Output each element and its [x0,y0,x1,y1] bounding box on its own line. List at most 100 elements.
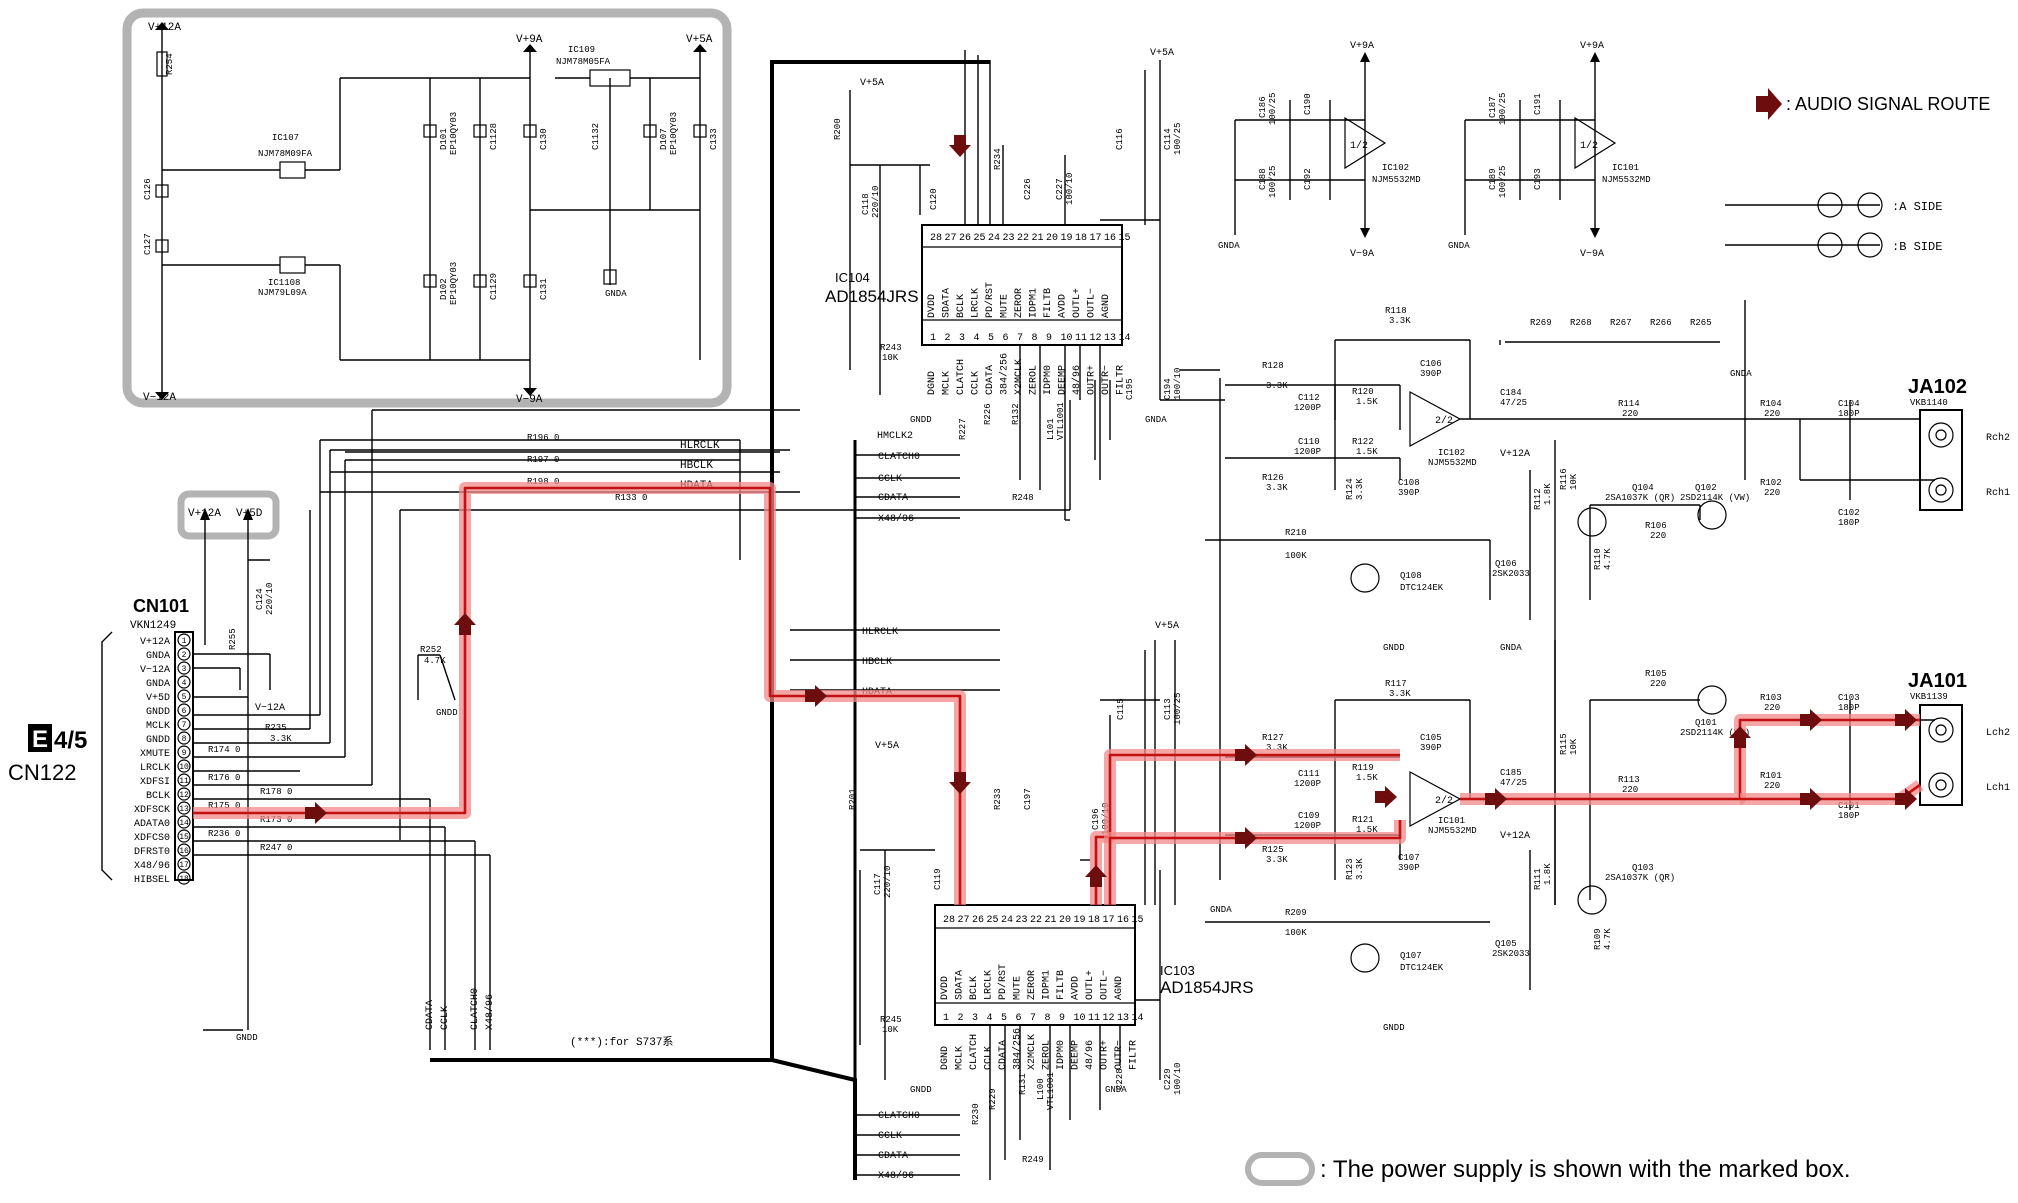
r125-value: 3.3K [1266,855,1288,865]
r126-label: R126 [1262,473,1284,483]
ic103-bot-pins-pin-label: FILTR [1129,1040,1140,1070]
ic101-bot-part: NJM5532MD [1428,826,1477,836]
c124-label: C124 [255,588,265,610]
ic109-label: IC109 [568,45,595,55]
cn101-pin-label: HIBSEL [134,875,170,886]
clatch0-label-bot: CLATCH0 [878,1111,920,1122]
ja102-jack [1919,409,1963,511]
ic103-bot-pins-pin-number: 9 [1059,1013,1065,1024]
r126-value: 3.3K [1266,483,1288,493]
ic103-v5a-label: V+5A [875,741,899,752]
ic104-bot-pins-pin-number: 11 [1075,333,1087,344]
connector-power-box [177,490,280,540]
ja101-part: VKB1139 [1910,692,1948,702]
q106-label: Q106 [1495,559,1517,569]
ic104-bot-pins-pin-label: OUTR+ [1087,365,1098,395]
ja101-jack [1919,704,1963,806]
r115-value: 10K [1569,738,1579,755]
ic107-label: IC107 [272,133,299,143]
r120-value: 1.5K [1356,397,1378,407]
cn101-pin-number: 14 [179,819,189,828]
c113-label: C113 [1163,698,1173,720]
r122-label: R122 [1352,437,1374,447]
ic104-label: IC104 [835,270,870,285]
r227-label: R227 [958,418,968,440]
r120-label: R120 [1352,387,1374,397]
upper-channel-filter: 2/2 IC102 NJM5532MD R118 3.3K R128 3.3K … [1180,300,2010,905]
ic104-top-pins-pin-number: 20 [1046,233,1058,244]
ic104-bot-pins-pin-number: 6 [1003,333,1009,344]
q101-part: 2SD2114K (VW) [1680,728,1750,738]
c187-value: 100/25 [1498,93,1508,125]
ic101-unit2-label: 2/2 [1435,795,1453,807]
c117-value: 220/10 [883,866,893,898]
r121-label: R121 [1352,815,1374,825]
c103-value: 180P [1838,703,1860,713]
r103-label: R103 [1760,693,1782,703]
c192-label: C192 [1303,168,1313,190]
r235-label: R235 [265,723,287,733]
cn101-part-label: VKN1249 [130,620,176,632]
route-arrow-icon [805,685,827,707]
bus-cdata-label: CDATA [425,1000,436,1030]
ic103-bot-pins-pin-number: 3 [972,1013,978,1024]
cn101-pin-number: 10 [179,763,189,772]
r112-label: R112 [1533,488,1543,510]
ic104-bot-pins-pin-number: 3 [959,333,965,344]
q103-label: Q103 [1632,863,1654,873]
ps-v9a-label: V+9A [516,34,543,46]
c105-label: C105 [1420,733,1442,743]
cn101-pin-circle [177,703,191,717]
route-arrow-icon [949,772,971,794]
route-arrow-icon [1085,865,1107,887]
r201-label: R201 [848,788,858,810]
route-arrow-icon [1800,709,1822,731]
r255-label: R255 [228,628,238,650]
cn101-pin-label: BCLK [146,791,170,802]
cn101-pin-label: DFRST0 [134,847,170,858]
r122-value: 1.5K [1356,447,1378,457]
r233-label: R233 [993,788,1003,810]
ic104-top-pins-pin-label: MUTE [1000,294,1011,318]
ic104-bot-pins-pin-label: ZEROL [1029,365,1040,395]
ic102-top-part: NJM5532MD [1372,175,1421,185]
r116-label: R116 [1559,468,1569,490]
ic103-top-pins-pin-label: IDPM1 [1042,970,1053,1000]
ic104-bot-pins-pin-label: 384/256 [999,353,1011,395]
r114-label: R114 [1618,399,1640,409]
c110-label: C110 [1298,437,1320,447]
ic103-bot-pins-pin-number: 8 [1045,1013,1051,1024]
ic102-bot-label: IC102 [1438,448,1465,458]
ic101-bot-label: IC101 [1438,816,1465,826]
ic103-bot-pins-pin-label: CCLK [984,1046,995,1070]
ps-v12a-label: V+12A [148,22,181,34]
cn101-pin-circle [177,745,191,759]
c191-label: C191 [1533,93,1543,115]
c1132-label: C1132 [591,123,601,150]
r102-value: 220 [1764,488,1780,498]
ic104-top-pins-pin-label: LRCLK [971,288,982,318]
c228-label: C228 [1115,1068,1125,1090]
cn101-pin-circle [177,829,191,843]
r196-label: R196 0 [527,433,559,443]
ic103-top-pins-pin-number: 25 [987,915,999,926]
r118-label: R118 [1385,306,1407,316]
upper-gnda-label: GNDA [1500,643,1522,653]
power-supply-box [122,8,732,408]
q102-part: 2SD2114K (VW) [1680,493,1750,503]
cn122-ref-label: CN122 [8,760,76,785]
cn101-pin-number: 13 [179,805,189,814]
q106-part: 2SK2033 [1492,569,1530,579]
r245-value: 10K [882,1025,899,1035]
c194-value: 100/10 [1173,368,1183,400]
c126-label: C126 [143,178,153,200]
cn101-pin-label: MCLK [146,721,170,732]
r128-label: R128 [1262,361,1284,371]
ic104-bot-pins-pin-label: CDATA [985,365,996,395]
l101-label: L101 [1046,418,1056,440]
r125-label: R125 [1262,845,1284,855]
ic103-top-pins-pin-number: 17 [1103,915,1115,926]
ic103-top-pins-pin-label: AVDD [1071,976,1082,1000]
ic104-bot-pins-pin-number: 4 [974,333,980,344]
